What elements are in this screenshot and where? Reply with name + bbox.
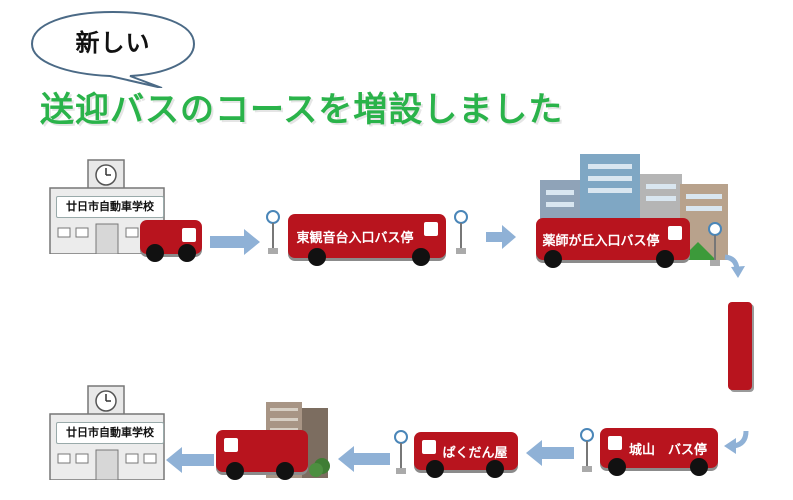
bus-stop-2-label: 薬師が丘入口バス停 (542, 233, 660, 249)
bus-stop-sign-icon (266, 210, 280, 254)
bus-returning (216, 430, 308, 480)
bus-stop-sign-icon (454, 210, 468, 254)
curved-arrow-down-icon (724, 254, 745, 278)
bubble-text: 新しい (75, 29, 151, 57)
bus-stop-1: 東観音台入口バス停 (288, 214, 446, 266)
bus-stop-1-label: 東観音台入口バス停 (296, 230, 414, 246)
page-title: 送迎バスのコースを増設しました (40, 90, 564, 130)
arrow-right-icon (210, 229, 260, 255)
bus-stop-sign-icon (708, 222, 722, 266)
arrow-right-icon (486, 225, 516, 249)
bus-stop-4: ぱくだん屋 (414, 432, 518, 478)
bus-stop-4-label: ぱくだん屋 (442, 445, 508, 461)
bus-departing-school (140, 220, 202, 262)
school-sign: 廿日市自動車学校 (56, 422, 164, 444)
bus-stop-sign-icon (580, 428, 594, 472)
curved-arrow-down-left-icon (724, 430, 749, 454)
arrow-left-icon (338, 446, 390, 472)
arrow-left-icon (166, 447, 214, 473)
bus-stop-3-label: 城山 バス停 (628, 442, 707, 458)
arrow-left-icon (526, 440, 574, 466)
city-buildings-icon (540, 154, 728, 260)
school-sign: 廿日市自動車学校 (56, 196, 164, 218)
bus-stop-2: 薬師が丘入口バス停 (536, 218, 690, 268)
speech-bubble (30, 10, 196, 88)
school-building-top: 廿日市自動車学校 (46, 158, 176, 255)
bus-stop-3: 城山 バス停 (600, 428, 718, 476)
school-building-bottom: 廿日市自動車学校 (46, 384, 176, 481)
bus-stop-sign-icon (394, 430, 408, 474)
bus-vertical (728, 302, 752, 390)
